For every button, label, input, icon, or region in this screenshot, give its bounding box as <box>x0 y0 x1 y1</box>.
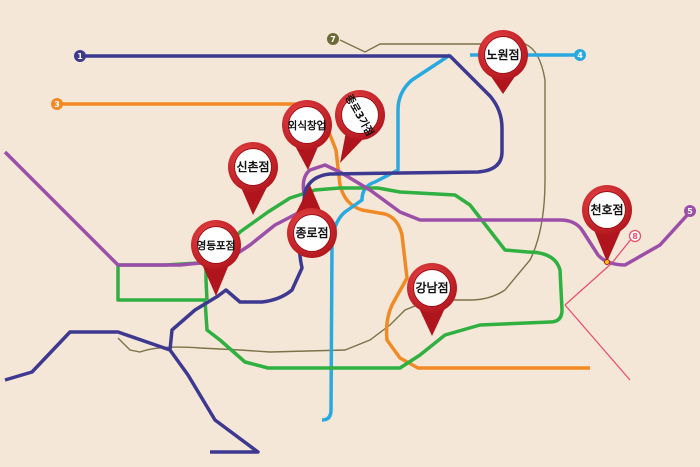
pin-gangnam[interactable]: 강남점 <box>407 263 457 336</box>
pin-cheonho-label: 천호점 <box>590 202 623 217</box>
pin-jongno-label: 종로점 <box>295 225 328 240</box>
pin-restaurant-startup[interactable]: 외식창업 <box>282 100 332 170</box>
pin-yeongdeungpo-label: 영등포점 <box>197 239 236 252</box>
line-8-route <box>564 237 633 381</box>
svg-text:4: 4 <box>577 51 583 60</box>
svg-text:5: 5 <box>687 207 693 216</box>
svg-text:3: 3 <box>54 100 60 109</box>
line-1-route <box>4 54 504 454</box>
pin-sinchon[interactable]: 신촌점 <box>228 142 278 215</box>
line-4-badge: 4 <box>574 49 586 61</box>
pin-nowon-label: 노원점 <box>486 47 519 62</box>
pin-restaurant-startup-label: 외식창업 <box>288 119 327 132</box>
line-7-route <box>117 39 546 353</box>
pin-jongno3ga[interactable]: 종로3가점 <box>335 90 385 163</box>
pin-yeongdeungpo[interactable]: 영등포점 <box>191 220 241 296</box>
line-8-badge: 8 <box>628 229 642 243</box>
line-5-badge: 5 <box>684 205 696 217</box>
pin-sinchon-label: 신촌점 <box>236 159 269 174</box>
pin-cheonho[interactable]: 천호점 <box>582 185 632 265</box>
pin-gangnam-label: 강남점 <box>415 280 448 295</box>
line-1-badge: 1 <box>74 50 86 62</box>
svg-text:1: 1 <box>77 52 83 61</box>
svg-text:7: 7 <box>330 35 336 44</box>
pin-jongno[interactable]: 종로점 <box>287 185 337 258</box>
line-3-badge: 3 <box>51 98 63 110</box>
svg-text:8: 8 <box>632 232 638 241</box>
line-7-badge: 7 <box>327 33 339 45</box>
pin-nowon[interactable]: 노원점 <box>478 30 528 94</box>
